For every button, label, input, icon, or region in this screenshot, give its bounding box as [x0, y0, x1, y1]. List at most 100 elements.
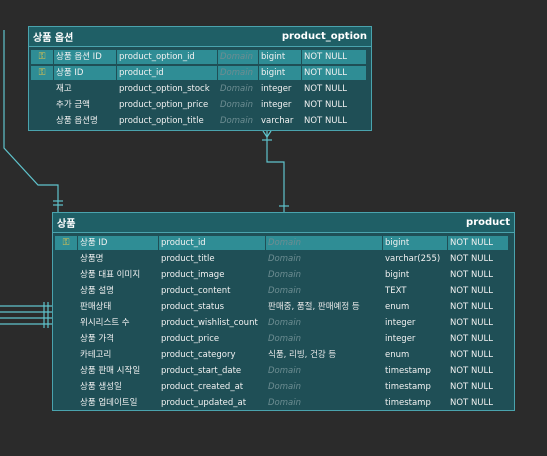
entity-physical-name: product_option — [281, 31, 367, 42]
column-physical-name: product_updated_at — [161, 398, 247, 408]
column-nullability: NOT NULL — [302, 50, 366, 64]
column-logical-name: 카테고리 — [80, 350, 112, 360]
column-row[interactable]: 상품 가격 product_price Domain integer NOT NULL — [55, 331, 512, 347]
column-domain: Domain — [220, 84, 253, 94]
column-nullability: NOT NULL — [302, 66, 366, 80]
column-nullability: NOT NULL — [450, 334, 493, 344]
column-logical-name: 판매상태 — [80, 302, 112, 312]
column-domain: Domain — [268, 270, 301, 280]
relationship-line-offscreen-to-product[interactable] — [3, 30, 59, 212]
column-physical-name: product_category — [161, 350, 236, 360]
key-icon: ⚿ — [31, 66, 53, 80]
column-physical-name: product_option_price — [119, 100, 209, 110]
entity-logical-name: 상품 — [57, 219, 76, 230]
column-physical-name: product_option_stock — [119, 84, 210, 94]
column-domain: Domain — [268, 382, 301, 392]
column-nullability: NOT NULL — [450, 382, 493, 392]
column-physical-name: product_image — [161, 270, 225, 280]
column-logical-name: 상품명 — [80, 254, 104, 264]
column-domain: 판매중, 품절, 판매예정 등 — [268, 302, 360, 312]
column-domain: Domain — [266, 236, 382, 250]
column-domain: Domain — [220, 100, 253, 110]
key-cell — [55, 380, 77, 394]
column-type: bigint — [259, 50, 301, 64]
entity-header[interactable]: 상품 product — [53, 213, 514, 233]
key-cell — [55, 268, 77, 282]
column-domain: Domain — [268, 334, 301, 344]
column-type: integer — [385, 334, 416, 344]
column-type: bigint — [259, 66, 301, 80]
column-logical-name: 추가 금액 — [56, 100, 90, 110]
relationship-line-product-option[interactable] — [266, 131, 285, 212]
column-physical-name: product_price — [161, 334, 220, 344]
column-type: bigint — [385, 270, 410, 280]
key-cell — [55, 364, 77, 378]
column-domain: 식품, 리빙, 건강 등 — [268, 350, 337, 360]
column-type: integer — [261, 100, 292, 110]
column-nullability: NOT NULL — [450, 270, 493, 280]
column-domain: Domain — [220, 116, 253, 126]
column-physical-name: product_status — [161, 302, 225, 312]
column-logical-name: 재고 — [56, 84, 72, 94]
column-row[interactable]: 판매상태 product_status 판매중, 품절, 판매예정 등 enum NOT… — [55, 299, 512, 315]
column-row[interactable]: 재고 product_option_stock Domain integer NOT N… — [31, 81, 369, 97]
column-logical-name: 상품 판매 시작일 — [80, 366, 141, 376]
column-physical-name: product_wishlist_count — [161, 318, 258, 328]
entity-header[interactable]: 상품 옵션 product_option — [29, 27, 371, 47]
column-domain: Domain — [218, 66, 258, 80]
column-row[interactable]: 상품 대표 이미지 product_image Domain bigint NOT NU… — [55, 267, 512, 283]
column-domain: Domain — [268, 286, 301, 296]
column-type: integer — [261, 84, 292, 94]
column-nullability: NOT NULL — [450, 366, 493, 376]
key-icon: ⚿ — [31, 50, 53, 64]
column-physical-name: product_id — [117, 66, 217, 80]
column-type: enum — [385, 302, 410, 312]
column-domain: Domain — [268, 398, 301, 408]
column-physical-name: product_option_id — [117, 50, 217, 64]
key-cell — [31, 114, 53, 128]
column-nullability: NOT NULL — [304, 100, 347, 110]
key-cell — [55, 348, 77, 362]
column-nullability: NOT NULL — [304, 84, 347, 94]
column-domain: Domain — [268, 366, 301, 376]
column-type: timestamp — [385, 366, 431, 376]
entity-logical-name: 상품 옵션 — [33, 33, 74, 44]
column-type: enum — [385, 350, 410, 360]
key-cell — [55, 396, 77, 410]
column-logical-name: 상품 생성일 — [80, 382, 122, 392]
entity-physical-name: product — [466, 217, 510, 228]
column-nullability: NOT NULL — [450, 350, 493, 360]
key-cell — [55, 300, 77, 314]
column-nullability: NOT NULL — [450, 302, 493, 312]
column-type: bigint — [383, 236, 447, 250]
column-nullability: NOT NULL — [448, 236, 508, 250]
column-type: timestamp — [385, 382, 431, 392]
key-cell — [55, 284, 77, 298]
column-logical-name: 상품 가격 — [80, 334, 114, 344]
column-row[interactable]: 카테고리 product_category 식품, 리빙, 건강 등 enum NOT … — [55, 347, 512, 363]
key-cell — [55, 332, 77, 346]
column-nullability: NOT NULL — [304, 116, 347, 126]
column-logical-name: 상품 대표 이미지 — [80, 270, 141, 280]
column-row[interactable]: 추가 금액 product_option_price Domain integer NO… — [31, 97, 369, 113]
column-domain: Domain — [218, 50, 258, 64]
key-cell — [31, 82, 53, 96]
column-logical-name: 상품 ID — [54, 66, 116, 80]
column-logical-name: 상품 옵션명 — [56, 116, 98, 126]
key-cell — [55, 252, 77, 266]
column-type: varchar — [261, 116, 294, 126]
